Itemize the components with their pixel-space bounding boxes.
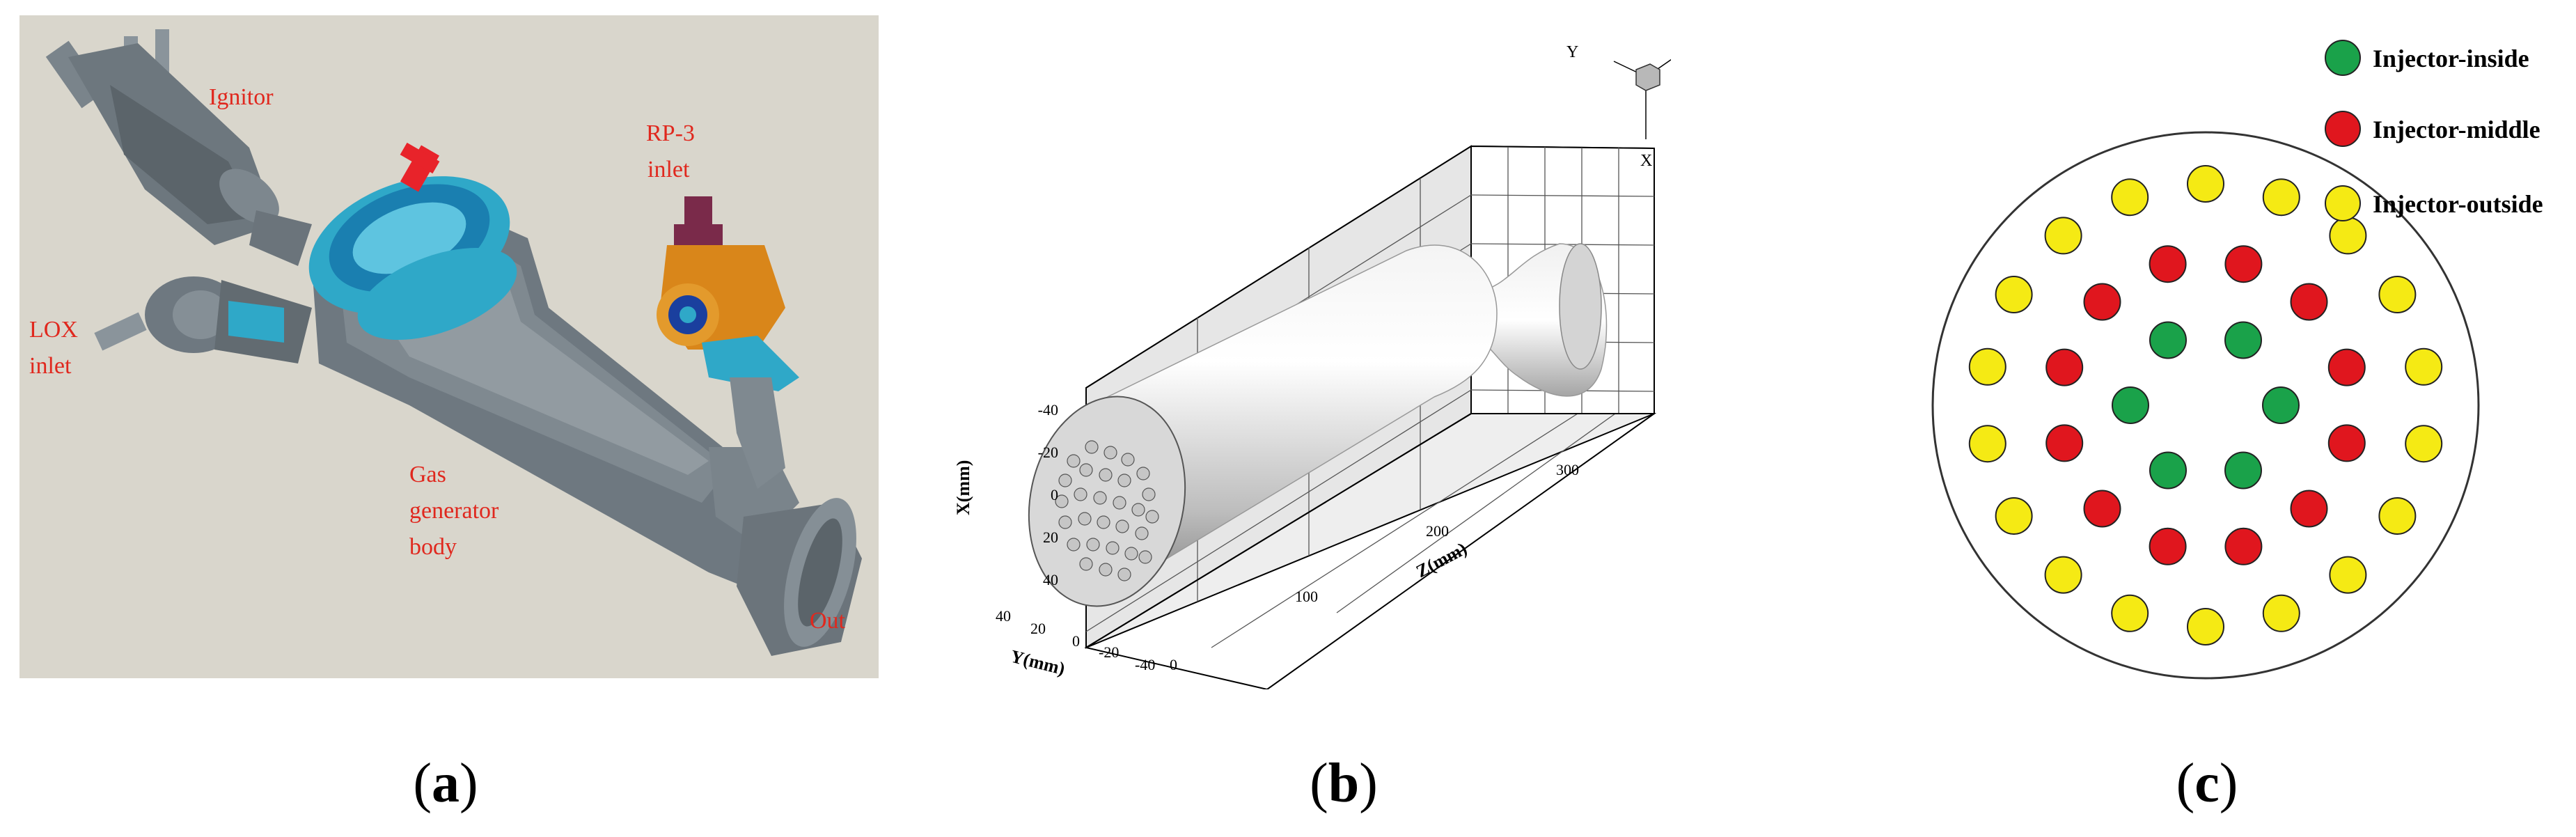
caption-b-letter: b: [1328, 753, 1360, 814]
injector-inside-dot: [2149, 321, 2187, 359]
injector-middle-dot: [2083, 283, 2121, 321]
z-tick: 0: [1170, 656, 1177, 673]
label-rp3-line1: RP-3: [646, 120, 695, 146]
x-axis-label: X(mm): [953, 460, 973, 515]
injector-outside-dot: [2405, 425, 2443, 463]
injector-middle-dot: [2224, 527, 2263, 565]
x-tick: -20: [1038, 444, 1058, 461]
caption-b: (b): [1310, 753, 1378, 814]
x-tick: 40: [1043, 571, 1058, 588]
gas-generator-body: [308, 142, 862, 656]
injector-outside-dot: [2405, 347, 2443, 386]
lox-inlet-assembly: [94, 276, 312, 363]
injector-inside-dot: [2262, 386, 2300, 424]
y-axis-label: Y(mm): [1009, 646, 1067, 679]
z-tick: 200: [1426, 522, 1449, 540]
injector-middle-dot: [2224, 245, 2263, 283]
injector-outside-dot: [2378, 497, 2417, 535]
x-tick: 20: [1043, 529, 1058, 546]
injector-outside-dot: [2111, 178, 2149, 217]
injector-outside-dot: [2187, 608, 2224, 646]
y-tick: 0: [1072, 632, 1080, 650]
caption-a-letter: a: [432, 753, 460, 814]
injector-middle-dot: [2149, 527, 2187, 565]
injector-outside-dot: [1968, 425, 2006, 463]
y-tick: 20: [1030, 620, 1046, 637]
domain-3d-diagram: -40 -20 0 20 40 X(mm) 40 20 0 -20 -40 Y(…: [953, 35, 1699, 691]
injector-outside-dot: [1995, 497, 2033, 535]
panel-a-gas-generator-render: Ignitor RP-3 inlet LOX inlet Gas generat…: [19, 15, 879, 678]
z-axis-ticks: 0 100 200 300: [1170, 461, 1579, 673]
injector-middle-dot: [2327, 348, 2366, 386]
legend-label-middle: Injector-middle: [2373, 116, 2540, 143]
injector-holes: [1055, 440, 1159, 581]
z-tick: 100: [1295, 588, 1318, 605]
y-axis-ticks: 40 20 0 -20 -40: [996, 607, 1155, 673]
legend-swatch-middle: [2325, 111, 2361, 147]
nozzle-exit: [1559, 243, 1602, 370]
z-axis-label: Z(mm): [1413, 538, 1470, 581]
floor-outline: [1084, 413, 1657, 691]
rp3-inlet-assembly: [657, 196, 799, 489]
z-tick: 300: [1556, 461, 1579, 478]
caption-c-letter: c: [2194, 753, 2220, 814]
gas-generator-illustration: Ignitor RP-3 inlet LOX inlet Gas generat…: [19, 15, 879, 678]
y-tick: -40: [1135, 656, 1155, 673]
injector-outside-dot: [2187, 165, 2224, 203]
injector-outside-dot: [2262, 594, 2300, 632]
label-body-line1: Gas: [409, 462, 446, 487]
injector-outside-dot: [1968, 347, 2006, 386]
triad-y-label: Y: [1566, 43, 1578, 61]
injector-outside-dot: [2329, 217, 2367, 255]
injector-outside-dot: [2044, 556, 2082, 594]
injector-outside-dot: [1995, 276, 2033, 313]
injector-inside-dot: [2224, 321, 2262, 359]
orientation-triad: Y Z X: [1566, 35, 1699, 170]
injector-outside-dot: [2044, 217, 2082, 255]
label-body-line2: generator: [409, 498, 499, 524]
injector-inside-dot: [2112, 386, 2149, 424]
injector-outside-dot: [2378, 276, 2417, 313]
injector-layout-diagram: Injector-inside Injector-middle Injector…: [1931, 40, 2543, 680]
injector-outside-dot: [2262, 178, 2300, 217]
y-tick: 40: [996, 607, 1011, 625]
panel-b-computational-domain: -40 -20 0 20 40 X(mm) 40 20 0 -20 -40 Y(…: [919, 21, 1699, 691]
y-tick: -20: [1099, 643, 1119, 661]
injector-middle-dot: [2045, 424, 2084, 462]
legend-swatch-outside: [2325, 185, 2361, 221]
x-tick: 0: [1051, 486, 1058, 503]
injector-dots: [1968, 165, 2443, 646]
triad-cube: [1635, 63, 1660, 91]
injector-inside-dot: [2224, 451, 2262, 490]
caption-c: (c): [2176, 753, 2238, 814]
injector-outside-dot: [2329, 556, 2367, 594]
injector-middle-dot: [2149, 245, 2187, 283]
label-rp3-line2: inlet: [647, 157, 690, 182]
injector-plate-outline: [1931, 131, 2480, 680]
injector-middle-dot: [2083, 490, 2121, 528]
label-ignitor: Ignitor: [209, 84, 274, 110]
injector-middle-dot: [2290, 283, 2328, 321]
injector-middle-dot: [2045, 348, 2084, 386]
label-lox-line1: LOX: [29, 317, 78, 343]
injector-middle-dot: [2327, 424, 2366, 462]
ignitor-assembly: [45, 29, 312, 266]
panel-c-injector-layout: Injector-inside Injector-middle Injector…: [1796, 14, 2562, 696]
x-tick: -40: [1038, 401, 1058, 419]
x-axis-ticks: -40 -20 0 20 40: [1038, 401, 1058, 588]
injector-inside-dot: [2149, 451, 2187, 490]
legend: Injector-inside Injector-middle Injector…: [2325, 40, 2543, 221]
legend-label-outside: Injector-outside: [2373, 190, 2543, 218]
label-out: Out: [810, 608, 846, 634]
triad-x-label: X: [1640, 152, 1652, 170]
injector-outside-dot: [2111, 594, 2149, 632]
injector-middle-dot: [2290, 490, 2328, 528]
legend-swatch-inside: [2325, 40, 2361, 76]
label-body-line3: body: [409, 534, 457, 560]
label-lox-line2: inlet: [29, 353, 72, 379]
caption-a: (a): [413, 753, 478, 814]
legend-label-inside: Injector-inside: [2373, 45, 2529, 72]
